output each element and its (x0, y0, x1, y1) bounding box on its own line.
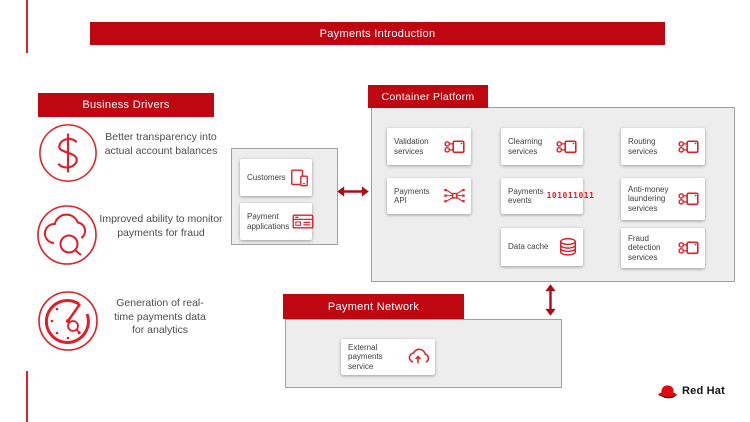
dollar-icon (37, 122, 99, 184)
payment-network-header: Payment Network (283, 294, 464, 319)
binary-line-2: 11011 (567, 191, 595, 201)
services-icon (677, 138, 700, 156)
external-payments-card: External payments service (341, 339, 435, 375)
container-platform-header-label: Container Platform (381, 90, 475, 103)
accent-line-bottom (26, 371, 28, 422)
card-label: Validation services (394, 137, 429, 156)
cloud-upload-icon (406, 348, 430, 366)
customers-panel: Customers Payment applications (231, 148, 338, 245)
container-platform-header: Container Platform (368, 85, 488, 108)
payments-api-card: Payments API (387, 178, 471, 214)
data-cache-card: Data cache (501, 228, 583, 266)
driver-text: Better transparency into actual account … (104, 131, 218, 157)
card-label: Data cache (508, 242, 549, 252)
accent-line-top (26, 0, 28, 53)
title-bar: Payments Introduction (90, 22, 665, 45)
validation-services-card: Validation services (387, 128, 471, 165)
payment-applications-card: Payment applications (240, 203, 312, 240)
bidirectional-arrow-horizontal (336, 185, 370, 198)
card-label: Clearning services (508, 137, 543, 156)
card-label: Fraud detection services (628, 233, 661, 262)
customers-card: Customers (240, 159, 312, 196)
card-label: Customers (247, 172, 286, 182)
bidirectional-arrow-vertical (544, 283, 557, 317)
card-label: Payment applications (247, 212, 290, 231)
binary-line-1: 1010 (546, 191, 568, 201)
redhat-hat-icon (657, 383, 678, 399)
driver-text: Generation of real-time payments data fo… (114, 297, 206, 336)
payment-network-panel: External payments service (285, 319, 562, 388)
api-icon (443, 187, 466, 205)
card-label: Payments events (508, 186, 544, 206)
redhat-logo: Red Hat (657, 383, 725, 399)
services-icon (677, 190, 700, 208)
clearning-services-card: Clearning services (501, 128, 583, 165)
driver-text: Improved ability to monitor payments for… (99, 213, 223, 239)
application-window-icon (292, 213, 314, 230)
routing-services-card: Routing services (621, 128, 705, 165)
services-icon (555, 138, 578, 156)
redhat-logo-text: Red Hat (682, 385, 725, 397)
devices-icon (289, 168, 310, 187)
business-drivers-header-label: Business Drivers (82, 99, 170, 111)
card-label: Routing services (628, 137, 658, 156)
cloud-search-icon (35, 203, 99, 267)
page-title: Payments Introduction (319, 27, 436, 40)
binary-icon: 1010 11011 (547, 192, 595, 200)
business-drivers-header: Business Drivers (38, 93, 214, 117)
payment-network-header-label: Payment Network (327, 300, 420, 313)
anti-money-laundering-card: Anti-money laundering services (621, 178, 705, 220)
realtime-data-icon (36, 289, 100, 353)
payments-events-card: Payments events 1010 11011 (501, 178, 594, 214)
container-platform-panel: Validation services Clearning services R… (371, 107, 735, 282)
card-label: Anti-money laundering services (628, 184, 669, 213)
services-icon (443, 138, 466, 156)
services-icon (677, 239, 700, 257)
database-icon (558, 237, 578, 257)
card-label: Payments API (394, 186, 430, 206)
fraud-detection-card: Fraud detection services (621, 228, 705, 268)
card-label: External payments service (348, 342, 383, 371)
